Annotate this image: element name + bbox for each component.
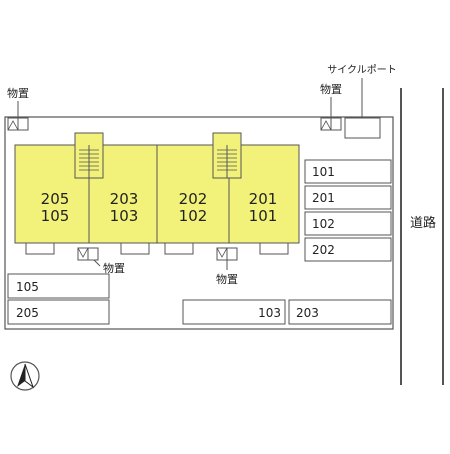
road-label: 道路 [410, 215, 436, 231]
stairs-icon [212, 132, 242, 179]
balcony [164, 242, 194, 255]
stairs-icon [74, 132, 104, 179]
parking-space [304, 159, 392, 184]
storage-label-top-left: 物置 [7, 86, 29, 100]
balcony [25, 242, 55, 255]
parking-space [182, 299, 286, 325]
balcony [120, 242, 150, 255]
storage-shed-icon [216, 247, 238, 261]
parking-bottom: 103 203 [182, 299, 392, 325]
storage-label-lower-center: 物置 [216, 272, 238, 286]
parking-space [7, 299, 110, 325]
parking-space [304, 185, 392, 210]
north-arrow-icon [10, 361, 40, 391]
parking-left: 105 205 [7, 273, 110, 325]
unit-number-lower: 102 [179, 207, 208, 225]
unit-number-lower: 105 [41, 207, 70, 225]
storage-leader-line-lower-left [93, 259, 101, 267]
cycle-port [344, 117, 381, 139]
building-left: 205 105 203 103 [14, 132, 158, 255]
parking-space-label: 105 [16, 280, 39, 294]
building-right: 202 102 201 101 [156, 132, 300, 255]
parking-space-label: 101 [312, 165, 335, 179]
parking-space-label: 205 [16, 306, 39, 320]
parking-space [288, 299, 392, 325]
balcony [259, 242, 289, 255]
parking-space-label: 202 [312, 243, 335, 257]
unit-number-lower: 101 [249, 207, 278, 225]
parking-space-label: 201 [312, 191, 335, 205]
unit-number-upper: 201 [249, 190, 278, 208]
parking-right: 101 201 102 202 [304, 159, 392, 262]
unit-number-upper: 202 [179, 190, 208, 208]
parking-space [304, 211, 392, 236]
unit-number-lower: 103 [110, 207, 139, 225]
storage-label-top-right: 物置 [320, 82, 342, 96]
parking-space [304, 237, 392, 262]
storage-label-lower-left: 物置 [103, 261, 125, 275]
parking-space [7, 273, 110, 299]
unit-number-upper: 205 [41, 190, 70, 208]
cycle-port-label: サイクルポート [327, 64, 397, 76]
unit-number-upper: 203 [110, 190, 139, 208]
site-boundary [4, 116, 394, 330]
parking-space-label: 102 [312, 217, 335, 231]
storage-shed-icon [320, 117, 342, 131]
parking-space-label: 203 [296, 306, 319, 320]
storage-shed-icon [7, 117, 29, 131]
storage-shed-icon [77, 247, 99, 261]
parking-space-label: 103 [258, 306, 281, 320]
